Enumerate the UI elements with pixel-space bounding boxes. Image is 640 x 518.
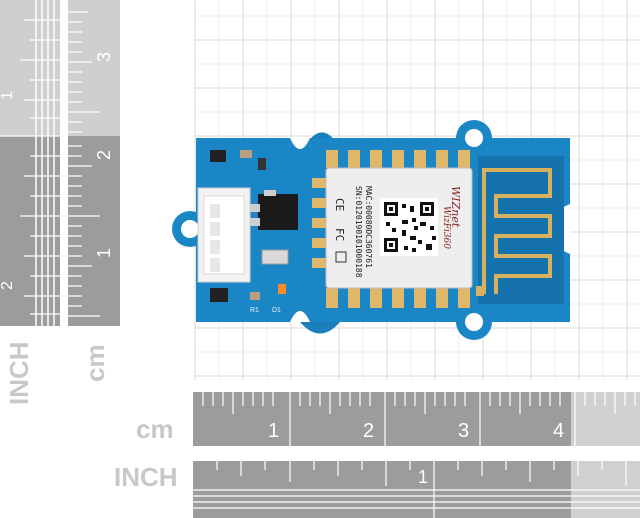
h-cm-tick-2: 2 (363, 420, 374, 442)
h-cm-tick-3: 3 (458, 420, 469, 442)
chip-fc-mark: FC (333, 228, 346, 241)
status-led (278, 284, 286, 294)
cm-tick-3: 3 (94, 52, 114, 62)
silk-d1: D1 (272, 307, 281, 314)
inch-tick-2: 2 (0, 281, 16, 290)
left-castellated-pads (312, 178, 326, 268)
horizontal-inch-ruler: 1 INCH (114, 461, 640, 518)
horizontal-cm-label: cm (136, 414, 174, 444)
h-cm-tick-1: 1 (268, 420, 279, 442)
horizontal-inch-label: INCH (114, 462, 178, 492)
inductor (261, 249, 289, 265)
mount-hole-left (181, 220, 199, 238)
voltage-regulator (258, 194, 298, 230)
cm-tick-1: 1 (94, 248, 114, 258)
chip-brand: WIZnet (449, 186, 462, 228)
silk-r1: R1 (250, 307, 259, 314)
mount-hole-bottom (465, 313, 483, 331)
chip-ce-mark: CE (333, 198, 346, 211)
pcb-antenna (476, 156, 564, 304)
grove-connector (197, 187, 251, 283)
vertical-cm-label: cm (80, 344, 110, 382)
grove-wifi-module: R1 D1 WIZnet WizFi360 MAC:00080DC360761 … (172, 120, 570, 340)
qr-code (380, 198, 438, 256)
transistor (210, 150, 226, 162)
bottom-castellated-pads (326, 288, 470, 308)
vertical-inch-ruler: 1 2 INCH (0, 0, 60, 405)
vertical-inch-label: INCH (4, 341, 34, 405)
top-castellated-pads (326, 150, 470, 168)
inch-tick-1: 1 (0, 91, 16, 100)
chip-mac: MAC:00080DC360761 (364, 186, 373, 268)
horizontal-cm-ruler: 1 2 3 4 cm (136, 392, 640, 446)
wifi-chip-shield: WIZnet WizFi360 MAC:00080DC360761 SN:012… (325, 167, 473, 289)
chip-model: WizFi360 (441, 206, 451, 249)
chip-sn: SN:0120190101000188 (354, 186, 363, 278)
h-inch-tick-1: 1 (418, 467, 428, 487)
h-cm-tick-4: 4 (553, 420, 564, 442)
mount-hole-top (465, 129, 483, 147)
vertical-cm-ruler: 3 2 1 cm (68, 0, 120, 382)
cm-tick-2: 2 (94, 150, 114, 160)
